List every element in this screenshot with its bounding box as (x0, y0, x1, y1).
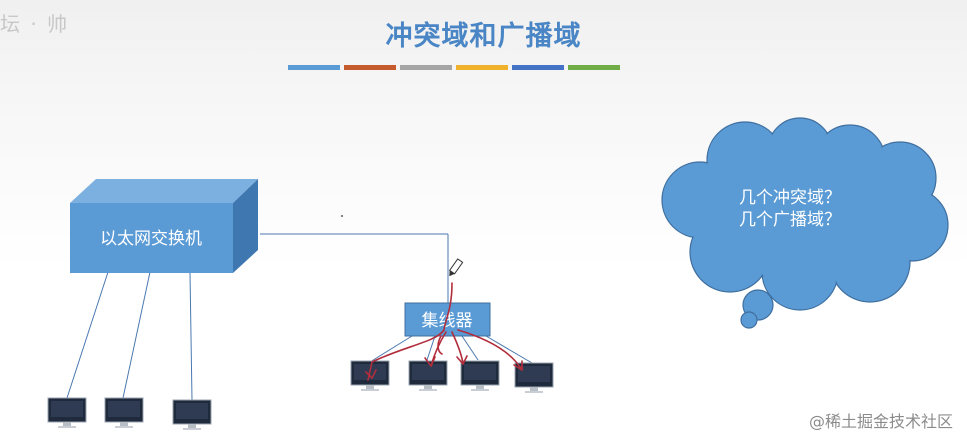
switch-label: 以太网交换机 (100, 229, 202, 249)
switch-to-host-3-line (189, 271, 193, 401)
hub-to-host-4-line (369, 335, 413, 363)
annotation-arrowhead-2 (424, 356, 436, 367)
pen-annotations (365, 282, 523, 381)
title-accent-bars (288, 65, 620, 70)
switch-to-host-2-line (122, 271, 151, 399)
hub: 集线器 (404, 302, 491, 337)
cloud-line-1: 几个冲突域？ (739, 188, 841, 208)
cloud-line-2: 几个广播域？ (739, 210, 841, 230)
annotation-arrow-3 (451, 331, 464, 365)
host-1-monitor (47, 397, 87, 428)
host-4-monitor (350, 360, 390, 391)
watermark-top-left: 坛 · 帅 (0, 12, 70, 36)
accent-bar-1 (288, 65, 340, 70)
stray-dot (341, 215, 343, 217)
host-3-monitor (172, 399, 212, 430)
host-6-monitor (460, 360, 500, 391)
hub-to-host-6-line (461, 335, 479, 361)
watermark-bottom-right: @稀土掘金技术社区 (808, 412, 953, 431)
pen-cursor-icon (448, 258, 464, 277)
annotation-arrow-1 (367, 282, 453, 381)
accent-bar-2 (344, 65, 396, 70)
hub-label: 集线器 (422, 311, 473, 331)
accent-bar-4 (456, 65, 508, 70)
annotation-arrowhead-4 (513, 360, 523, 371)
question-cloud: 几个冲突域？ 几个广播域？ (661, 117, 949, 329)
host-2-monitor (104, 397, 144, 428)
annotation-arrow-4 (457, 329, 523, 371)
ethernet-switch: 以太网交换机 (70, 179, 258, 273)
annotation-arrowhead-3 (456, 355, 468, 365)
hub-to-host-5-line (426, 335, 436, 361)
annotation-arrowhead-1 (365, 369, 377, 379)
annotation-stroke-5 (437, 335, 443, 355)
hub-to-host-7-line (485, 335, 533, 364)
accent-bar-5 (512, 65, 564, 70)
slide-title: 冲突域和广播域 (385, 21, 582, 52)
accent-bar-6 (568, 65, 620, 70)
switch-to-host-1-line (66, 271, 109, 399)
host-5-monitor (408, 360, 448, 391)
accent-bar-3 (400, 65, 452, 70)
cloud-bubble-small (740, 311, 758, 329)
